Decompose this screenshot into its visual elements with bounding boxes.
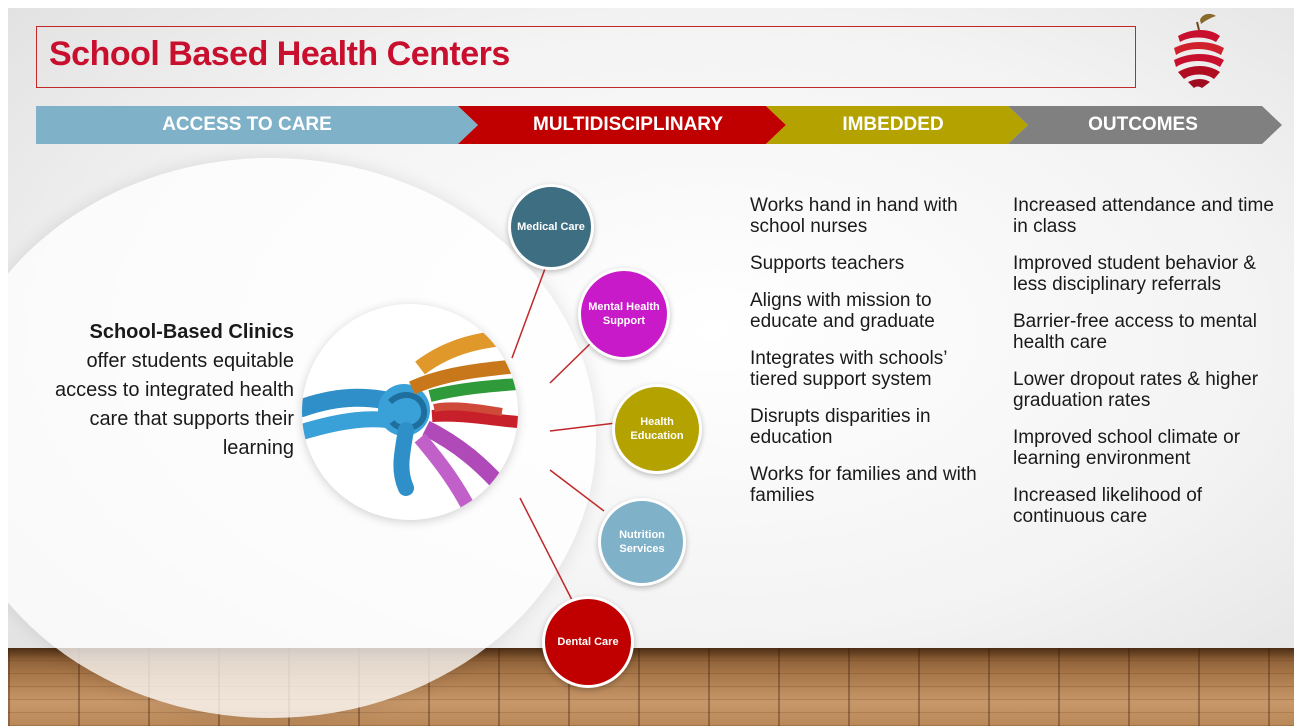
knotted-ropes-image — [302, 304, 518, 520]
chevron-imbedded — [766, 106, 1028, 144]
title-box: School Based Health Centers — [36, 26, 1136, 88]
outcome-item: Increased attendance and time in class — [1013, 195, 1274, 237]
service-health-education: Health Education — [612, 384, 702, 474]
service-dental-care: Dental Care — [542, 596, 634, 688]
service-mental-health-support: Mental Health Support — [578, 268, 670, 360]
service-medical-care-label: Medical Care — [517, 221, 585, 233]
imbedded-item: Disrupts disparities in education — [750, 406, 931, 448]
service-mental-health-label: Mental Health Support — [588, 301, 660, 327]
slide: School Based Health Centers ACCESS TO CA… — [8, 8, 1294, 726]
service-health-education-label: Health Education — [630, 416, 684, 442]
chevron-label-multidisciplinary: MULTIDISCIPLINARY — [533, 114, 723, 135]
chevron-label-outcomes: OUTCOMES — [1088, 114, 1198, 135]
outcomes-list: Increased attendance and time in class I… — [1013, 195, 1283, 543]
page-title: School Based Health Centers — [49, 35, 510, 73]
clinics-body: offer students equitable access to integ… — [54, 350, 294, 459]
service-nutrition-label: Nutrition Services — [619, 529, 665, 555]
process-chevron-bar — [36, 106, 1282, 144]
chevron-multidisciplinary — [458, 106, 786, 144]
chevron-access-to-care — [36, 106, 478, 144]
apple-ribbon-logo-icon — [1174, 13, 1224, 88]
imbedded-item: Works for families and with families — [750, 464, 977, 506]
imbedded-item: Works hand in hand with school nurses — [750, 195, 958, 237]
outcome-item: Improved school climate or learning envi… — [1013, 427, 1241, 469]
imbedded-item: Supports teachers — [750, 253, 905, 274]
outcome-item: Improved student behavior & less discipl… — [1013, 253, 1256, 295]
chevron-label-access: ACCESS TO CARE — [162, 114, 332, 135]
outcome-item: Barrier-free access to mental health car… — [1013, 311, 1257, 353]
service-dental-label: Dental Care — [557, 636, 619, 648]
outcome-item: Lower dropout rates & higher graduation … — [1013, 369, 1259, 411]
outcome-item: Increased likelihood of continuous care — [1013, 485, 1203, 527]
clinics-heading: School-Based Clinics — [89, 321, 295, 343]
imbedded-item: Aligns with mission to educate and gradu… — [750, 290, 935, 332]
knot-rope-icon — [302, 328, 518, 518]
chevron-label-imbedded: IMBEDDED — [842, 114, 944, 135]
chevron-outcomes — [1008, 106, 1282, 144]
imbedded-item: Integrates with schools’ tiered support … — [750, 348, 947, 390]
imbedded-list: Works hand in hand with school nurses Su… — [750, 195, 990, 522]
service-medical-care: Medical Care — [508, 184, 594, 270]
service-nutrition-services: Nutrition Services — [598, 498, 686, 586]
clinics-description: School-Based Clinics offer students equi… — [48, 318, 294, 463]
